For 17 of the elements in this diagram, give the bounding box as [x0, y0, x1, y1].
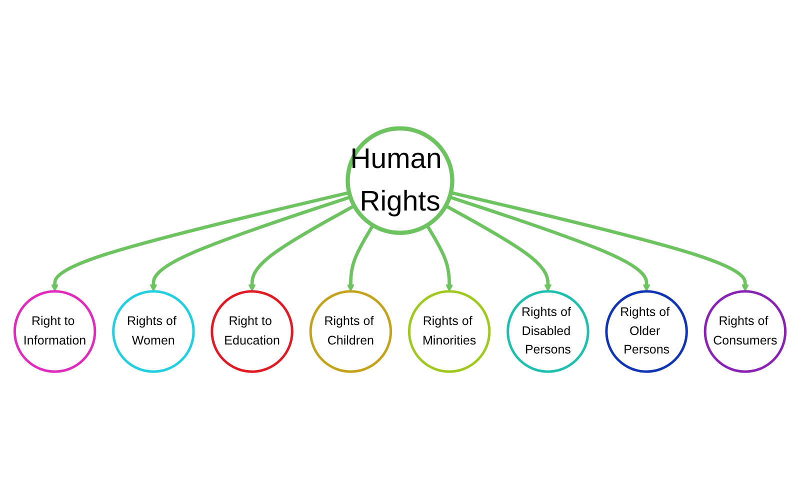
topic-circle: Rights of Children	[309, 290, 392, 373]
arrow	[426, 224, 453, 292]
arrow	[248, 204, 356, 292]
topic-circle: Rights of Consumers	[704, 290, 787, 373]
arrow	[450, 191, 749, 292]
arrow	[444, 204, 552, 292]
topic-circle: Right to Education	[210, 290, 294, 373]
topic-circle: Human Rights	[346, 126, 454, 235]
arrow	[449, 195, 650, 292]
arrow	[150, 195, 351, 292]
arrow	[347, 224, 374, 292]
topic-circle: Right to Information	[13, 290, 96, 373]
topic-circle: Rights of Disabled Persons	[506, 290, 590, 373]
topic-circle: Rights of Older Persons	[605, 290, 688, 373]
arrow	[51, 191, 350, 292]
topic-circle: Rights of Minorities	[408, 290, 491, 373]
topic-circle: Rights of Women	[112, 290, 195, 373]
